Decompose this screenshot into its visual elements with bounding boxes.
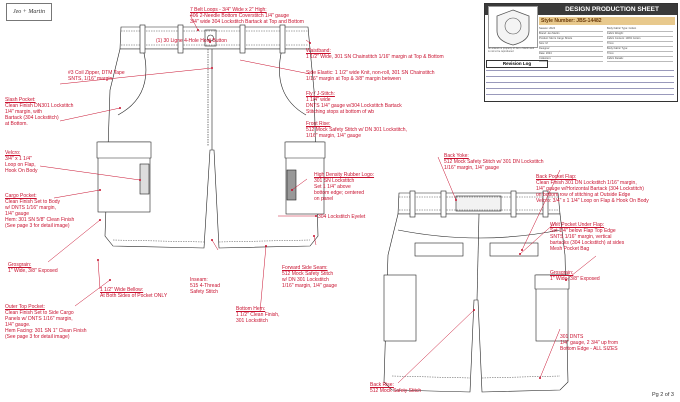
callout-inseam: Inseam: 515 4-Thread Safety Stitch [190, 277, 221, 295]
sheet-field: Fabric Content: 100% Cotton [607, 36, 673, 42]
revision-log: Revision Log [486, 60, 674, 98]
production-sheet: DESIGN PRODUCTION SHEET All artwork is p… [484, 3, 678, 102]
revision-log-label: Revision Log [486, 60, 548, 68]
callout-outer-top-pocket: Outer Top Pocket:Clean Finish Set to Sid… [5, 304, 87, 340]
sheet-field: Fabric Weight: [607, 31, 673, 37]
callout-bottom-hem: Bottom Hem:1 1/2" Clean Finish, 301 Lock… [236, 306, 280, 324]
sheet-logo-tagline: All artwork is property of Jeo + Martin … [488, 47, 535, 53]
sheet-field: Date: 2024 [539, 51, 603, 57]
sheet-field: Trims: [607, 51, 673, 57]
sheet-title: DESIGN PRODUCTION SHEET [485, 4, 677, 15]
brand-logo: Jeo + Martin [6, 3, 52, 21]
callout-horn-button: (1) 30 Ligne 4-Hole Horn Button [156, 38, 227, 44]
callout-back-rise: Back Rise:512 Mock Safety Stitch [370, 382, 422, 394]
sheet-field: Size: M [539, 41, 603, 47]
callout-welt-pocket: Welt Pocket Under Flap:Set 1/4" below Fl… [550, 222, 625, 252]
callout-back-pocket-flap: Back Pocket Flap:Clean Finish 301 DN Loc… [536, 174, 649, 204]
leader-lines [39, 14, 597, 384]
callout-bellow: 1 1/2" Wide Bellow:At Both Sides of Pock… [100, 287, 168, 299]
callout-fly-jstitch: Fly / J-Stitch:1 1/4" wide DNTS 1/4" gau… [306, 91, 402, 115]
callout-slash-pocket: Slash Pocket:Clean Finish DN301 Lockstit… [5, 97, 74, 127]
callout-waistband: Waistband:1 1/2" Wide, 301 SN Chainstitc… [306, 48, 444, 60]
callout-front-rise: Front Rise:512 Mock Safety Stitch w/ DN … [306, 121, 407, 139]
style-number: Style Number: JBS-14482 [539, 17, 675, 25]
sheet-field: Brand: Jeo Martin [539, 31, 603, 37]
front-shorts-drawing [96, 24, 326, 249]
callout-cargo-pocket: Cargo Pocket:Clean Finish Set to Body w/… [5, 193, 75, 229]
callout-side-elastic: Side Elastic: 1 1/2" wide Knit, non-roll… [306, 70, 435, 82]
callout-rubber-logo: High Density Rubber Logo:301 SN Lockstit… [314, 172, 375, 202]
page-number: Pg 2 of 3 [651, 392, 674, 398]
callout-coil-zipper: #3 Coil Zipper, DTM Tape SNTS, 1/16" mar… [68, 70, 125, 82]
callout-back-yoke: Back Yoke:512 Mock Safety Stitch w/ 301 … [444, 153, 544, 171]
callout-belt-loops: 7 Belt Loops - 3/4" Wide x 2" High:406 2… [190, 7, 304, 25]
sheet-field: Body Fabric Type: Cotton [607, 26, 673, 32]
callout-301-dnts: 301 DNTS 1/4" gauge, 2 3/4" up from Bott… [560, 334, 619, 352]
sheet-field: Trims: [607, 41, 673, 47]
callout-velcro: Velcro:3/4" x 1 1/4" Loop on Flap, Hook … [5, 150, 38, 174]
sheet-field: Designer: [539, 46, 603, 52]
callout-side-seam: Forward Side Seam:512 Mock Safety Stitch… [282, 265, 337, 289]
callout-grosgrain-right: Grosgrain:1" Wide, 3/8" Exposed [550, 270, 600, 282]
callout-grosgrain-left: Grosgrain:1" Wide, 3/8" Exposed [8, 262, 58, 274]
callout-eyelet: 304 Lockstitch Eyelet [318, 214, 366, 220]
sheet-field: Season: 2024 [539, 26, 603, 32]
sheet-field: Body Fabric Type: [607, 46, 673, 52]
company-seal-logo [488, 6, 538, 48]
sheet-field: Collection: [539, 56, 603, 62]
back-shorts-drawing [383, 190, 570, 393]
sheet-field: Product: Men's Cargo Shorts [539, 36, 603, 42]
sheet-field: Fabric Details: [607, 56, 673, 62]
